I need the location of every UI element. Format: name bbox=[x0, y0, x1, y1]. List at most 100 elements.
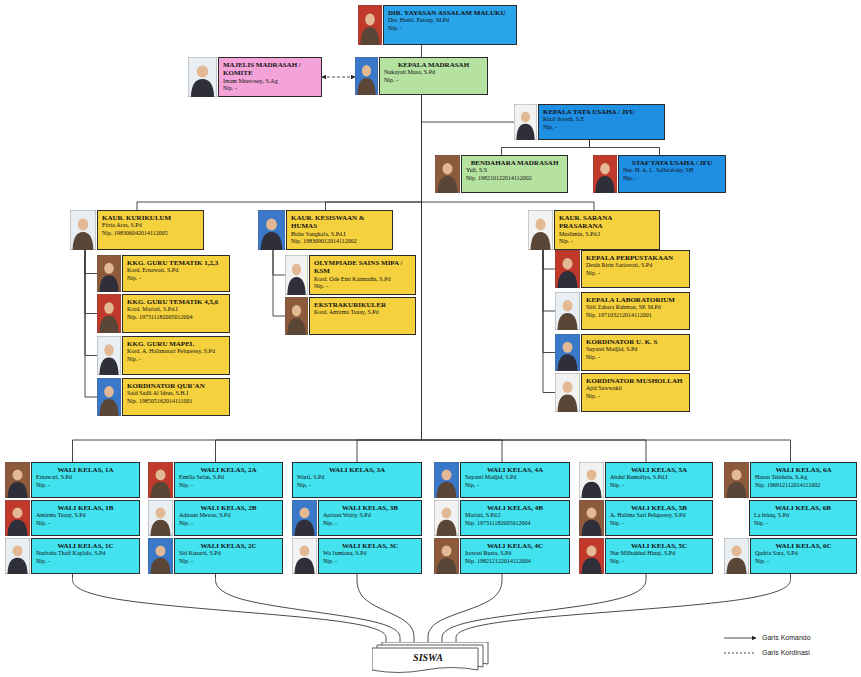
box-heading: WALI KELAS, 3A bbox=[297, 466, 417, 474]
nip-number: Nip. - bbox=[297, 482, 417, 489]
photo-background bbox=[292, 500, 317, 536]
person-name: Amirma Tuasy, S.Pd bbox=[36, 512, 135, 519]
portrait-photo bbox=[358, 5, 382, 45]
nip-number: Nip. - bbox=[179, 482, 278, 489]
box-heading: WALI KELAS, 1B bbox=[36, 504, 135, 512]
photo-body bbox=[8, 482, 28, 498]
person-name: Suyanti Madjid, S.Pd bbox=[586, 346, 685, 353]
box-fill: WALI KELAS, 3CWa Jumiana, S.PdNip. - bbox=[318, 538, 422, 574]
command-line bbox=[137, 95, 422, 210]
nip-number: Nip. - bbox=[36, 520, 135, 527]
box-fill: WALI KELAS, 6AHasan Telehelu, S.AgNip. 1… bbox=[750, 462, 857, 498]
box-fill: WALI KELAS, 5AAbdul Rumaliya, S.Pd.INip.… bbox=[605, 462, 713, 498]
org-box: KORDINATOR U. K. SSuyanti Madjid, S.PdNi… bbox=[555, 334, 690, 371]
nip-number: Nip. - bbox=[36, 558, 135, 565]
command-line bbox=[421, 45, 422, 57]
person-name: Sitti Zahara Rahman, SP. M.Pd bbox=[586, 304, 685, 311]
photo-body bbox=[287, 318, 305, 335]
portrait-photo bbox=[188, 57, 217, 97]
photo-face bbox=[13, 546, 23, 557]
box-fill: MAJELIS MADRASAH / KOMITEImam Mnerosep, … bbox=[218, 57, 322, 97]
nip-number: Nip. - bbox=[623, 175, 721, 182]
command-line bbox=[73, 574, 387, 642]
photo-face bbox=[587, 508, 597, 519]
box-fill: KKG. GURU TEMATIK 4,5,6Kord. Mariati, S.… bbox=[122, 294, 230, 333]
box-heading: KAUR. KESISWAAN & HUMAS bbox=[291, 214, 388, 231]
command-line bbox=[273, 250, 285, 275]
box-fill: WALI KELAS, 5BA. Halima Sari Pelupessy, … bbox=[605, 500, 713, 536]
photo-background bbox=[434, 538, 459, 574]
photo-body bbox=[99, 275, 118, 292]
portrait-photo bbox=[285, 297, 308, 335]
org-box: BENDAHARA MADRASAHYuli, S.SNip. 19821012… bbox=[435, 155, 568, 193]
person-name: Nukayati Musa, S.Pd bbox=[384, 69, 483, 76]
photo-body bbox=[287, 277, 305, 295]
org-box: KEPALA MADRASAHNukayati Musa, S.PdNip. - bbox=[355, 57, 488, 95]
portrait-photo bbox=[148, 538, 173, 574]
org-box: WALI KELAS, 1BAmirma Tuasy, S.PdNip. - bbox=[5, 500, 140, 536]
photo-face bbox=[197, 65, 209, 77]
box-heading: DIR. YAYASAN ASSALAM MALUKU bbox=[388, 9, 512, 17]
org-box: EKSTRAKURIKULERKord. Amirma Tuasy, S.Pd bbox=[285, 297, 416, 335]
person-name: La Ishaq, S.Pd bbox=[754, 512, 852, 519]
box-fill: STAF TATA USAHA / JFUNur. H. A. L. Salla… bbox=[618, 155, 726, 193]
box-heading: WALI KELAS, 6C bbox=[755, 542, 852, 550]
nip-number: Nip. - bbox=[586, 270, 685, 277]
box-heading: KEPALA PERPUSTAKAAN bbox=[586, 254, 685, 262]
org-box: WALI KELAS, 4CIrawati Rusta, S.PdNip. 19… bbox=[434, 538, 570, 574]
nip-number: Nip. - bbox=[543, 124, 660, 131]
command-line bbox=[422, 95, 791, 462]
box-heading: KORDINATOR U. K. S bbox=[586, 338, 685, 346]
nip-number: Nip. - bbox=[314, 283, 411, 290]
box-fill: KEPALA TATA USAHA / JFURizal Soreth, S.E… bbox=[538, 104, 665, 140]
person-name: Warti, S.Pd bbox=[297, 474, 417, 481]
legend-text: Garis Kordinasi bbox=[762, 649, 810, 657]
photo-face bbox=[156, 546, 166, 557]
nip-number: Nip. - bbox=[610, 558, 708, 565]
portrait-photo bbox=[285, 255, 308, 295]
photo-body bbox=[558, 313, 578, 330]
portrait-photo bbox=[555, 373, 580, 412]
command-line bbox=[590, 140, 660, 155]
photo-body bbox=[558, 354, 578, 371]
photo-body bbox=[8, 520, 28, 536]
command-line bbox=[428, 574, 502, 642]
photo-background bbox=[724, 538, 749, 574]
portrait-photo bbox=[555, 250, 580, 288]
box-heading: WALI KELAS, 6A bbox=[755, 466, 852, 474]
nip-number: Nip. 196912112014111002 bbox=[755, 482, 852, 489]
photo-body bbox=[295, 558, 315, 574]
org-box: WALI KELAS, 4BMariati, S.Pd.INip. 197311… bbox=[434, 500, 570, 536]
box-fill: KEPALA MADRASAHNukayati Musa, S.PdNip. - bbox=[379, 57, 488, 95]
org-box: WALI KELAS, 2AEmilia Selan, S.PdNip. - bbox=[148, 462, 283, 498]
org-box: WALI KELAS, 5CNur Milhakhul Hinqi, S.PdN… bbox=[579, 538, 713, 574]
photo-face bbox=[104, 302, 114, 314]
box-heading: KORDINATOR MUSHOLLAH bbox=[586, 377, 685, 385]
person-name: Nurbaha Thaif Kaplale, S.Pd bbox=[36, 550, 135, 557]
photo-background bbox=[355, 57, 378, 95]
nip-number: Nip. - bbox=[586, 393, 685, 400]
photo-body bbox=[437, 520, 457, 536]
command-line bbox=[273, 250, 285, 316]
photo-background bbox=[434, 500, 459, 536]
org-box: KORDINATOR QUR'ANSaid Sadli Al Idrus, S.… bbox=[97, 378, 230, 416]
photo-background bbox=[148, 500, 173, 536]
portrait-photo bbox=[435, 155, 460, 193]
box-heading: KEPALA LABORATORIUM bbox=[586, 296, 685, 304]
photo-face bbox=[300, 508, 310, 519]
box-fill: KORDINATOR U. K. SSuyanti Madjid, S.PdNi… bbox=[581, 334, 690, 371]
photo-face bbox=[563, 381, 573, 393]
box-fill: WALI KELAS, 6CQadria Sara, S.PdNip. - bbox=[750, 538, 857, 574]
photo-body bbox=[99, 357, 118, 375]
photo-face bbox=[732, 546, 742, 557]
person-name: Mariati, S.Pd.I bbox=[465, 512, 565, 519]
person-name: Fitria Aras, S.Pd bbox=[102, 222, 199, 229]
org-box: KKG. GURU TEMATIK 1,2,3Kord. Ernawati, S… bbox=[97, 255, 230, 292]
photo-background bbox=[5, 500, 30, 536]
photo-background bbox=[555, 373, 580, 412]
box-heading: WALI KELAS, 3B bbox=[323, 504, 417, 512]
photo-body bbox=[558, 394, 578, 412]
nip-number: Nip. - bbox=[127, 275, 225, 282]
box-heading: WALI KELAS, 2C bbox=[179, 542, 278, 550]
photo-face bbox=[587, 470, 597, 481]
